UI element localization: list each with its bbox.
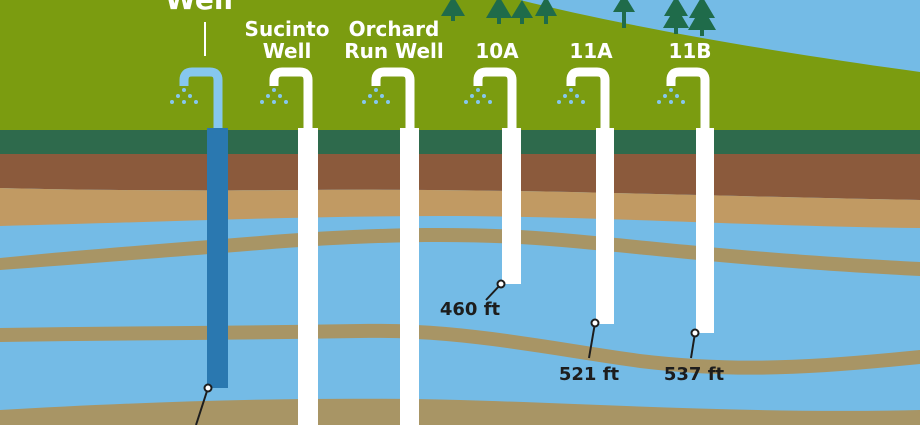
sucinto-well-label-line1: Sucinto bbox=[244, 17, 330, 41]
well-11a-depth-dot bbox=[590, 318, 600, 328]
first-well-tap bbox=[179, 67, 223, 128]
well-10a-casing bbox=[502, 128, 521, 284]
tree-icon bbox=[663, 0, 689, 34]
clay-band bbox=[0, 228, 920, 276]
sucinto-well-label: Sucinto Well bbox=[245, 18, 330, 62]
clay-band bbox=[0, 323, 920, 375]
first-well-label: Well bbox=[165, 0, 233, 14]
well-11a-casing bbox=[596, 128, 614, 324]
well-11b-casing bbox=[696, 128, 714, 333]
tree-icon bbox=[486, 0, 512, 24]
tree-group bbox=[441, 0, 716, 36]
water-spray-icons bbox=[170, 88, 685, 104]
well-11b-label: 11B bbox=[668, 39, 712, 63]
first-well-depth-dot bbox=[203, 383, 213, 393]
sucinto-well-tap bbox=[269, 67, 313, 128]
tree-icon bbox=[688, 0, 716, 36]
dark-green-layer bbox=[0, 130, 920, 154]
clay-band bbox=[0, 398, 920, 425]
well-11b-depth-dot bbox=[690, 328, 700, 338]
tan-soil-layer bbox=[0, 188, 920, 228]
water-spray-icon bbox=[657, 88, 685, 104]
well-11a-depth-label: 521 ft bbox=[558, 364, 620, 385]
first-well-depth-leader bbox=[195, 387, 209, 425]
water-spray-icon bbox=[260, 88, 288, 104]
well-10a-label: 10A bbox=[475, 39, 519, 63]
orchard-run-well-tap bbox=[371, 67, 415, 128]
sucinto-well-label-line2: Well bbox=[262, 39, 312, 63]
water-spray-icon bbox=[557, 88, 585, 104]
well-11a-tap bbox=[566, 67, 610, 128]
well-11b-depth-label: 537 ft bbox=[663, 364, 725, 385]
tree-icon bbox=[511, 0, 533, 24]
water-spray-icon bbox=[362, 88, 390, 104]
grass-hill bbox=[0, 0, 920, 135]
well-10a-depth-dot bbox=[496, 279, 506, 289]
sucinto-well-casing bbox=[298, 128, 318, 425]
orchard-run-well-casing bbox=[400, 128, 419, 425]
water-spray-icon bbox=[170, 88, 198, 104]
tree-icon bbox=[535, 0, 557, 24]
depth-markers bbox=[195, 279, 700, 425]
water-spray-icon bbox=[464, 88, 492, 104]
well-10a-tap bbox=[473, 67, 517, 128]
brown-soil-layer bbox=[0, 154, 920, 200]
well-11a-label: 11A bbox=[569, 39, 613, 63]
well-10a-depth-label: 460 ft bbox=[439, 299, 501, 320]
well-11b-tap bbox=[666, 67, 710, 128]
well-11a-depth-leader bbox=[588, 322, 596, 359]
first-well-casing bbox=[207, 128, 228, 388]
orchard-run-well-label: Orchard Run Well bbox=[344, 18, 443, 62]
tree-icon bbox=[613, 0, 635, 28]
orchard-run-well-label-line2: Run Well bbox=[344, 39, 444, 63]
orchard-run-well-label-line1: Orchard bbox=[348, 17, 440, 41]
tree-icon bbox=[441, 0, 465, 21]
